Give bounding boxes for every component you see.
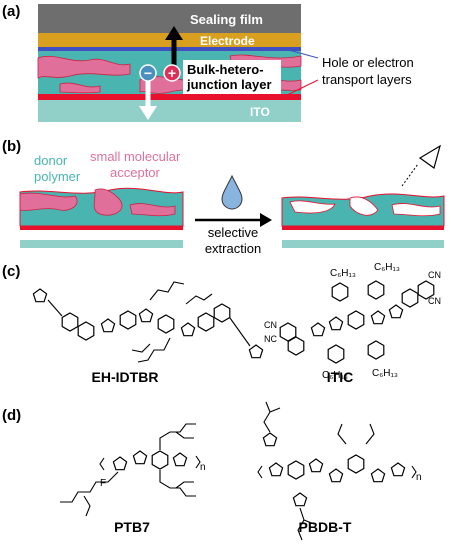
svg-text:CN: CN bbox=[264, 320, 277, 330]
transport-callout-line bbox=[284, 79, 319, 97]
transport-callout-line bbox=[284, 48, 319, 59]
svg-text:NC: NC bbox=[264, 334, 277, 344]
pbdb-t-structure: n bbox=[257, 401, 422, 541]
transport-label-line2: transport layers bbox=[322, 72, 412, 87]
right-substrate bbox=[282, 240, 444, 248]
bottom-transport-layer bbox=[38, 94, 301, 100]
left-acceptor-domain bbox=[93, 188, 123, 216]
top-transport-layer bbox=[38, 47, 301, 51]
active-layer-label-box bbox=[183, 60, 281, 94]
left-substrate-gap bbox=[20, 229, 183, 240]
void-domain bbox=[349, 196, 379, 216]
svg-text:C₆H₁₃: C₆H₁₃ bbox=[322, 370, 348, 381]
pbdb-t-label: PBDB-T bbox=[299, 519, 352, 535]
eh-idtbr-structure bbox=[32, 281, 264, 363]
sealing-film bbox=[38, 4, 301, 33]
panel-b-label: (b) bbox=[2, 138, 21, 155]
left-acceptor-domain bbox=[129, 203, 176, 217]
panel-a: (a) ITO Electrode Sealing film Bulk-hete… bbox=[2, 3, 414, 122]
acceptor-label-line1: small molecular bbox=[90, 149, 181, 164]
ptb7-structure: F n bbox=[60, 423, 206, 517]
electrode-label: Electrode bbox=[200, 34, 255, 48]
eh-idtbr-label: EH-IDTBR bbox=[92, 369, 159, 385]
electron-arrow-head bbox=[139, 106, 157, 120]
acceptor-domain bbox=[37, 55, 131, 79]
svg-text:CN: CN bbox=[428, 296, 441, 306]
view-line bbox=[401, 163, 419, 187]
svg-text:C₆H₁₃: C₆H₁₃ bbox=[372, 368, 398, 379]
eye-icon bbox=[418, 144, 441, 169]
right-transport-layer bbox=[282, 226, 444, 230]
svg-text:C₆H₁₃: C₆H₁₃ bbox=[330, 268, 356, 279]
ito-label: ITO bbox=[250, 105, 270, 119]
svg-text:F: F bbox=[100, 478, 106, 489]
left-acceptor-domain bbox=[19, 192, 78, 211]
svg-text:n: n bbox=[200, 462, 206, 473]
panel-c: (c) EH-IDTBR bbox=[2, 262, 441, 385]
acceptor-label-line2: acceptor bbox=[110, 165, 161, 180]
panel-b: (b) donor polymer small molecular accept… bbox=[2, 138, 445, 256]
void-domain bbox=[289, 200, 336, 214]
left-transport-layer bbox=[20, 226, 183, 230]
void-domain bbox=[391, 203, 441, 217]
active-layer-label-line2: junction layer bbox=[186, 77, 272, 92]
itic-label: ITIC bbox=[327, 369, 353, 385]
ito-layer bbox=[38, 100, 301, 122]
process-arrow-head bbox=[260, 213, 272, 227]
solvent-drop-icon bbox=[221, 174, 243, 210]
minus-sign: − bbox=[144, 65, 152, 81]
active-layer-label-line1: Bulk-hetero- bbox=[187, 62, 264, 77]
hole-arrow-head bbox=[165, 26, 183, 40]
left-substrate bbox=[20, 240, 183, 248]
electron-charge bbox=[139, 64, 157, 82]
donor-label-line1: donor bbox=[34, 153, 68, 168]
process-label-line1: selective bbox=[208, 225, 259, 240]
hole-charge bbox=[163, 64, 181, 82]
ptb7-label: PTB7 bbox=[114, 519, 150, 535]
svg-text:n: n bbox=[416, 472, 422, 483]
panel-c-label: (c) bbox=[2, 263, 20, 280]
plus-sign: + bbox=[168, 65, 176, 81]
panel-d: (d) F n PTB7 n bbox=[2, 401, 422, 541]
transport-label-line1: Hole or electron bbox=[322, 55, 414, 70]
svg-text:C₆H₁₃: C₆H₁₃ bbox=[374, 262, 400, 273]
process-label-line2: extraction bbox=[205, 241, 261, 256]
svg-text:CN: CN bbox=[428, 270, 441, 280]
itic-structure: C₆H₁₃ C₆H₁₃ C₆H₁₃ C₆H₁₃ CN CN CN NC bbox=[264, 262, 441, 381]
sealing-film-label: Sealing film bbox=[190, 12, 263, 27]
panel-d-label: (d) bbox=[2, 407, 21, 424]
acceptor-domain bbox=[59, 82, 101, 94]
donor-label-line2: polymer bbox=[34, 169, 81, 184]
panel-a-label: (a) bbox=[2, 3, 20, 20]
